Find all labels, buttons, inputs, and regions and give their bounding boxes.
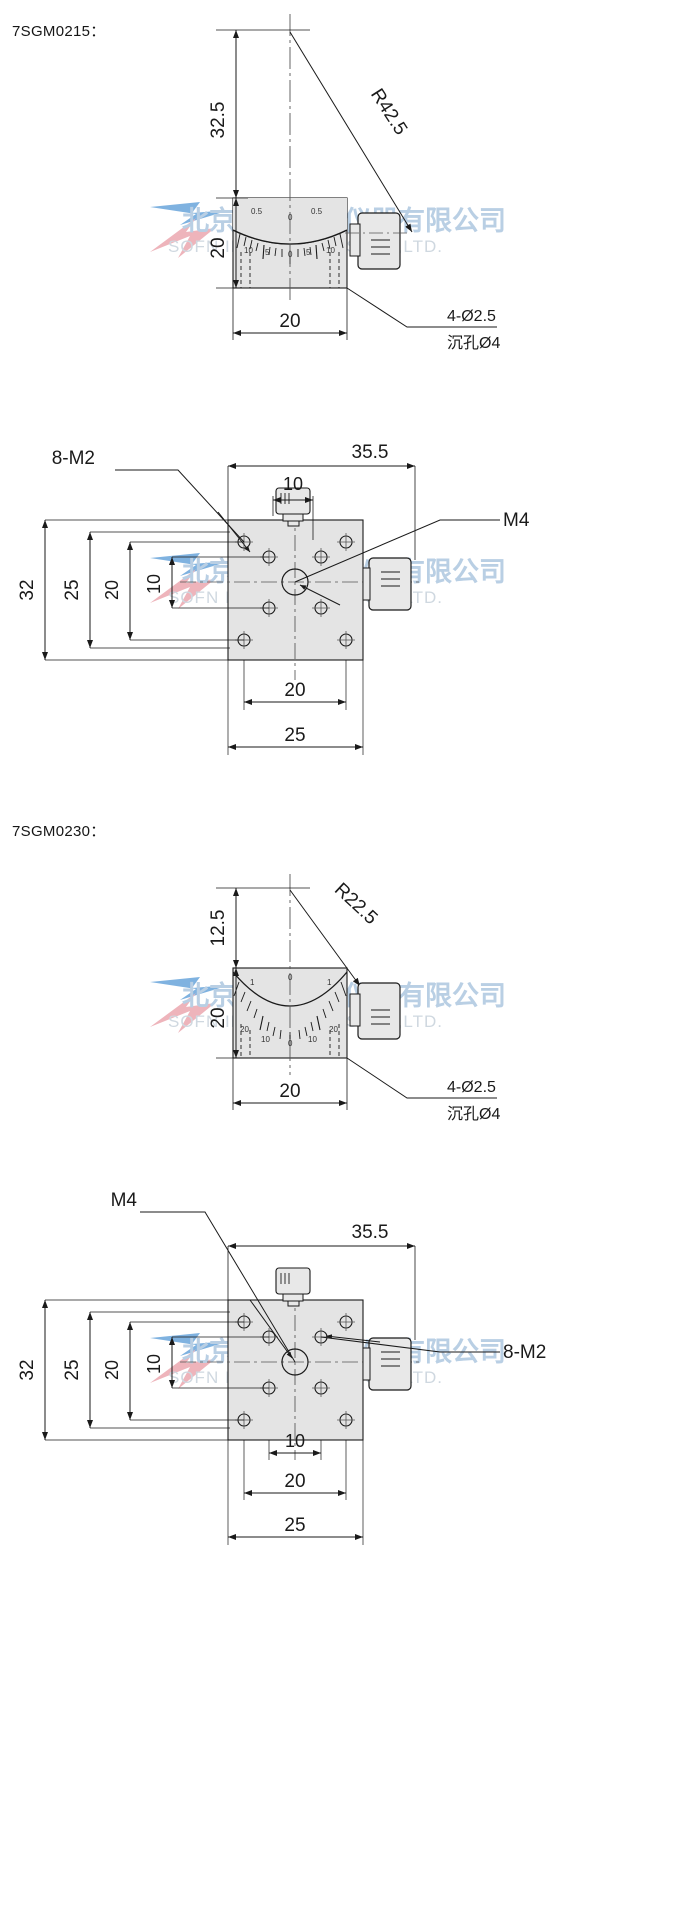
dim-20-v: 20 bbox=[102, 580, 122, 600]
scale2-lower-3: 10 bbox=[308, 1035, 317, 1044]
scale2-lower-2: 0 bbox=[288, 1039, 293, 1048]
scale2-lower-0: 20 bbox=[240, 1025, 249, 1034]
callout-4-dia-2-5-b: 4-Ø2.5 bbox=[447, 1079, 496, 1096]
scale2-upper-2: 1 bbox=[250, 978, 255, 987]
dim-10-v-b: 10 bbox=[144, 1354, 164, 1374]
callout-8-m2-b: 8-M2 bbox=[503, 1342, 546, 1363]
dim-width-20-2: 20 bbox=[279, 1081, 300, 1102]
dim-r42-5: R42.5 bbox=[366, 85, 411, 139]
drawing1-plan-view: 北京赛凡光电仪器有限公司 SOFN INSTRUMENTS CO.,LTD. bbox=[17, 442, 530, 755]
dim-25-b: 25 bbox=[62, 1359, 83, 1380]
callout-counterbore-b: 沉孔Ø4 bbox=[447, 1105, 500, 1123]
scale-label-lower-1: 5 bbox=[265, 248, 270, 257]
drawing2-plan-view: 北京赛凡光电仪器有限公司 SOFN INSTRUMENTS CO.,LTD. bbox=[17, 1190, 546, 1545]
scale-label-upper-2: 0.5 bbox=[311, 207, 323, 216]
dim-32-5: 32.5 bbox=[208, 102, 229, 139]
dim-10-v: 10 bbox=[144, 574, 164, 594]
callout-4-dia-2-5: 4-Ø2.5 bbox=[447, 308, 496, 325]
dim-r22-5: R22.5 bbox=[330, 879, 381, 929]
part-title-7sgm0215: 7SGM0215： bbox=[12, 23, 106, 40]
scale-label-upper-0: 0.5 bbox=[251, 207, 263, 216]
scale2-upper-0: 1 bbox=[327, 978, 332, 987]
dim-25-h: 25 bbox=[284, 725, 305, 746]
scale-label-lower-0: 10 bbox=[244, 246, 253, 255]
dim-20-v-b: 20 bbox=[102, 1360, 122, 1380]
dim-25-h-b: 25 bbox=[284, 1515, 305, 1536]
dim-height-20: 20 bbox=[208, 237, 229, 258]
callout-m4: M4 bbox=[503, 510, 530, 531]
dim-20-h: 20 bbox=[284, 680, 305, 701]
callout-counterbore: 沉孔Ø4 bbox=[447, 334, 500, 352]
dim-32-b: 32 bbox=[17, 1359, 38, 1380]
drawing2-front-view: 北京赛凡光电仪器有限公司 SOFN INSTRUMENTS CO.,LTD. bbox=[150, 874, 506, 1123]
scale2-lower-1: 10 bbox=[261, 1035, 270, 1044]
dim-32: 32 bbox=[17, 579, 38, 600]
part-title-7sgm0230: 7SGM0230： bbox=[12, 823, 106, 840]
scale-label-upper-1: 0 bbox=[288, 213, 293, 222]
dim-knob-10: 10 bbox=[283, 474, 303, 494]
dim-25: 25 bbox=[62, 579, 83, 600]
scale-label-lower-4: 10 bbox=[326, 246, 335, 255]
dim-12-5: 12.5 bbox=[208, 910, 229, 947]
scale-label-lower-2: 0 bbox=[288, 250, 293, 259]
dim-20-h-b: 20 bbox=[284, 1471, 305, 1492]
dim-35-5: 35.5 bbox=[352, 442, 389, 463]
dim-35-5-b: 35.5 bbox=[352, 1222, 389, 1243]
callout-m4-b: M4 bbox=[111, 1190, 138, 1211]
scale2-upper-1: 0 bbox=[288, 973, 293, 982]
scale-label-lower-3: 5 bbox=[306, 248, 311, 257]
callout-8-m2: 8-M2 bbox=[52, 448, 95, 469]
scale2-lower-4: 20 bbox=[329, 1025, 338, 1034]
dim-height-20-2: 20 bbox=[208, 1007, 229, 1028]
drawing1-front-view: 北京赛凡光电仪器有限公司 SOFN INSTRUMENTS CO.,LTD. bbox=[150, 14, 506, 352]
dim-width-20: 20 bbox=[279, 311, 300, 332]
dim-10-h-b: 10 bbox=[285, 1431, 305, 1451]
